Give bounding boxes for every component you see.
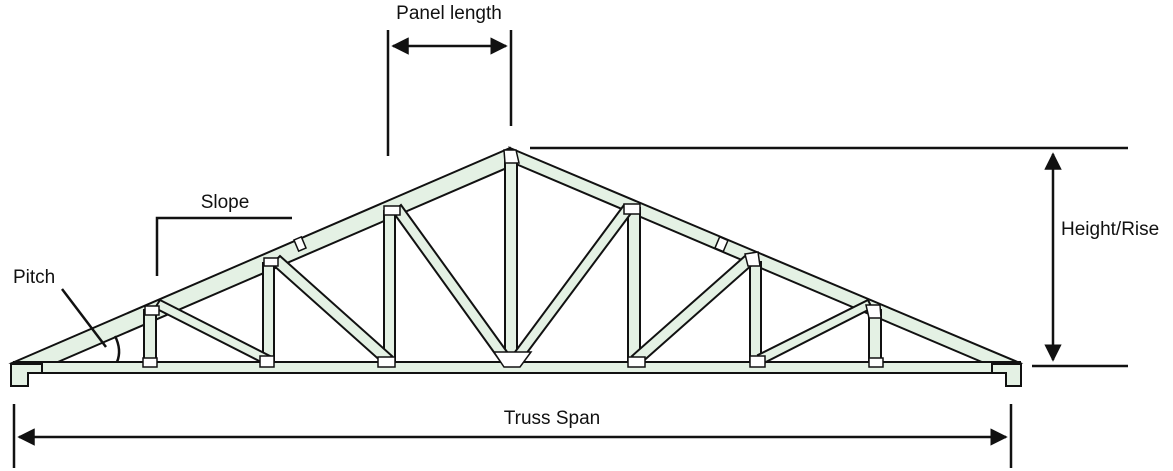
truss <box>8 146 1024 387</box>
web-diagonal-left-3 <box>391 203 512 364</box>
pitch-label: Pitch <box>13 267 55 288</box>
plate-top-r3 <box>865 304 882 319</box>
plate-top-l2 <box>263 257 279 267</box>
web-vertical-left-3 <box>383 210 396 363</box>
web-vertical-right-2 <box>749 261 762 363</box>
center-bottom-plate <box>492 351 533 368</box>
pitch-leader <box>61 288 107 348</box>
plate-top-r2 <box>744 251 761 267</box>
splice-plate-left <box>292 235 308 253</box>
web-diagonal-left-2 <box>270 254 394 366</box>
splice-plate-right <box>713 235 729 253</box>
panel-length-dimension: Panel length <box>386 3 513 156</box>
plate-top-l1 <box>144 305 160 316</box>
plate-bottom-r2 <box>749 355 766 368</box>
pitch-indicator: Pitch <box>13 267 121 363</box>
panel-length-label: Panel length <box>396 3 502 24</box>
plate-bottom-r1 <box>627 356 646 368</box>
web-diagonal-right-3 <box>756 298 874 366</box>
web-diagonal-right-1 <box>510 203 634 364</box>
plate-top-r1 <box>623 203 641 215</box>
king-post <box>504 155 518 363</box>
plate-bottom-l2 <box>259 355 275 368</box>
plate-bottom-r3 <box>868 357 884 368</box>
web-vertical-right-1 <box>627 207 641 363</box>
plate-bottom-l1 <box>142 357 158 368</box>
heel-right <box>991 363 1022 387</box>
height-rise-label: Height/Rise <box>1061 219 1159 240</box>
truss-span-dimension: Truss Span <box>12 404 1013 468</box>
height-rise-dimension: Height/Rise <box>530 146 1159 368</box>
slope-label: Slope <box>201 192 250 213</box>
web-diagonal-right-2 <box>630 254 755 366</box>
slope-indicator: Slope <box>155 192 292 276</box>
web-vertical-left-2 <box>262 262 275 363</box>
plate-top-l3 <box>383 205 401 216</box>
web-diagonal-left-1 <box>153 298 272 366</box>
plate-bottom-l3 <box>377 356 396 368</box>
slope-bracket <box>155 216 292 276</box>
plate-apex <box>503 149 520 164</box>
web-vertical-left-1 <box>143 309 157 363</box>
pitch-arc <box>113 335 121 363</box>
heel-left <box>10 363 43 387</box>
truss-span-label: Truss Span <box>504 408 600 429</box>
